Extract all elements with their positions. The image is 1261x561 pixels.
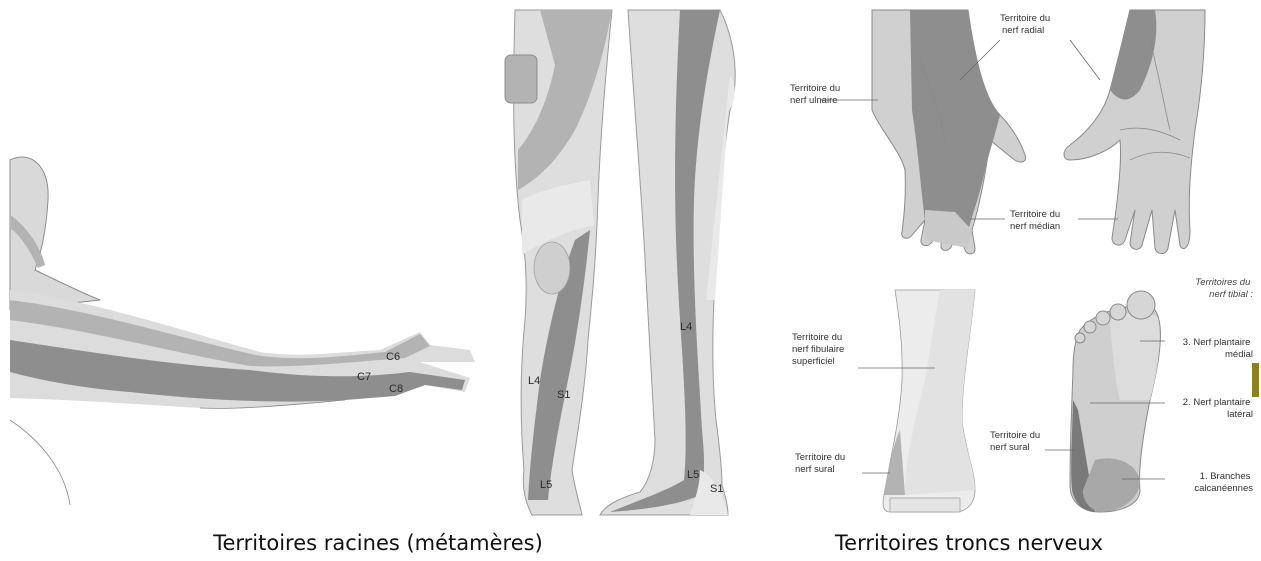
root-label-l4-front: L4 <box>528 375 540 387</box>
label-tibial-title: Territoires du nerf tibial : <box>1195 277 1253 300</box>
label-radial: Territoire du nerf radial <box>1000 13 1053 36</box>
label-sural-plantar: Territoire du nerf sural <box>990 430 1043 453</box>
caption-root-territories: Territoires racines (métamères) <box>212 531 543 555</box>
root-label-l5-back: L5 <box>687 469 699 481</box>
root-label-c7: C7 <box>357 371 371 383</box>
label-fibulaire: Territoire du nerf fibulaire superficiel <box>792 332 847 367</box>
toe-5 <box>1075 333 1085 343</box>
root-label-c8: C8 <box>389 383 403 395</box>
label-calcaneennes: 1. Branches calcanéennes <box>1194 471 1253 494</box>
toe-3 <box>1096 311 1110 325</box>
dorsal-foot-illustration <box>883 290 975 512</box>
root-label-l5-front: L5 <box>540 479 552 491</box>
root-label-c6: C6 <box>386 351 400 363</box>
leader-radial-palmar <box>1070 40 1100 80</box>
dorsal-hand-illustration <box>872 10 1026 254</box>
label-plantaire-lateral: 2. Nerf plantaire latéral <box>1183 397 1253 420</box>
side-leg-illustration <box>600 10 735 515</box>
label-median: Territoire du nerf médian <box>1010 209 1063 232</box>
plantar-medial-territory <box>1110 312 1160 400</box>
front-knee-shape <box>534 242 570 294</box>
caption-nerve-trunk-territories: Territoires troncs nerveux <box>834 531 1103 555</box>
label-plantaire-medial: 3. Nerf plantaire médial <box>1183 337 1253 360</box>
label-sural-dorsal: Territoire du nerf sural <box>795 452 848 475</box>
front-leg-illustration <box>505 10 612 515</box>
front-hip-marker <box>505 55 537 103</box>
dorsal-toes <box>890 498 960 512</box>
dorsal-median-territory <box>910 10 1000 232</box>
label-ulnaire: Territoire du nerf ulnaire <box>790 83 843 106</box>
root-label-l4-back: L4 <box>680 321 692 333</box>
chest-outline <box>10 420 70 505</box>
palmar-hand-illustration <box>1064 10 1205 254</box>
toe-2 <box>1110 304 1126 320</box>
toe-1 <box>1127 291 1155 319</box>
root-label-s1-back: S1 <box>710 483 723 495</box>
arm-illustration <box>10 157 475 505</box>
toe-4 <box>1084 321 1096 333</box>
root-label-s1-front: S1 <box>557 389 570 401</box>
olive-side-tab <box>1252 363 1259 397</box>
